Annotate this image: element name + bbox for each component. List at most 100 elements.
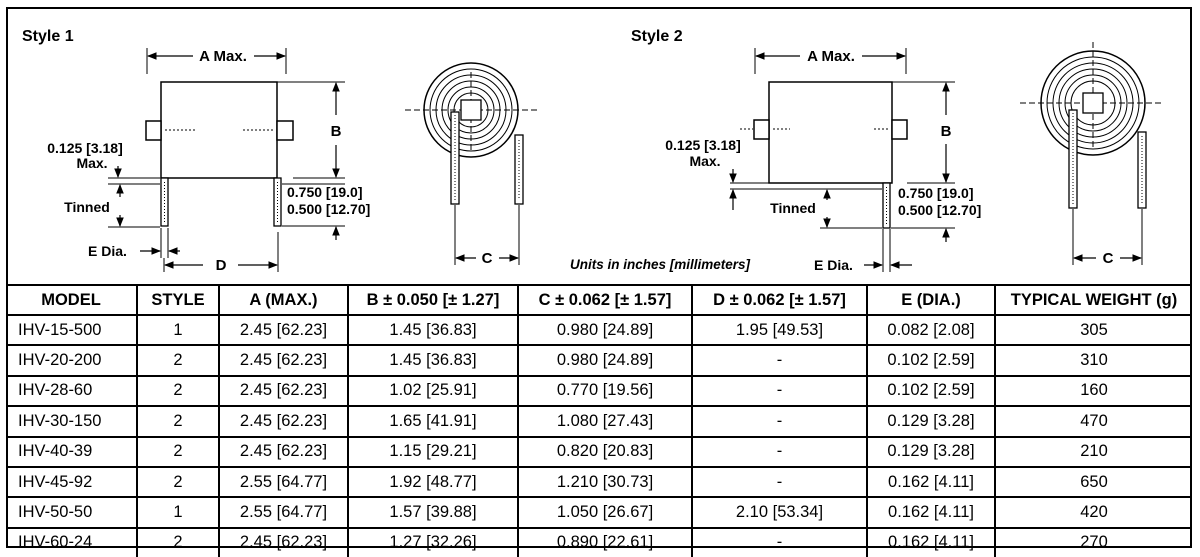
header-b: B ± 0.050 [± 1.27]: [347, 284, 519, 316]
cell-model: IHV-60-24: [6, 526, 138, 557]
style1-a-max-label: A Max.: [199, 48, 247, 65]
cell-a: 2.45 [62.23]: [218, 374, 349, 408]
cell-weight: 160: [994, 374, 1192, 408]
cell-weight: 305: [994, 313, 1192, 347]
cell-model: IHV-40-39: [6, 435, 138, 468]
style2-title: Style 2: [631, 28, 683, 45]
cell-style: 1: [136, 313, 220, 347]
cell-style: 2: [136, 435, 220, 468]
cell-d: 2.10 [53.34]: [691, 496, 868, 529]
style2-b-label: B: [941, 123, 952, 140]
cell-d: -: [691, 526, 868, 557]
style1-len-1: 0.750 [19.0]: [287, 184, 363, 200]
cell-a: 2.55 [64.77]: [218, 465, 349, 499]
style1-title: Style 1: [22, 28, 74, 45]
style2-body: [768, 81, 893, 184]
style2-right-terminal: [891, 119, 908, 140]
cell-e: 0.162 [4.11]: [866, 465, 996, 499]
style2-tinned-label: Tinned: [770, 200, 816, 216]
style1-group: Style 1 A Max. B 0.125 [3.18] Max.: [22, 28, 540, 274]
cell-style: 1: [136, 496, 220, 529]
header-e-dia: E (DIA.): [866, 284, 996, 316]
cell-c: 0.820 [20.83]: [517, 435, 693, 468]
table-header-row: MODEL STYLE A (MAX.) B ± 0.050 [± 1.27] …: [6, 284, 1192, 316]
style1-left-lead: [160, 177, 169, 227]
cell-e: 0.162 [4.11]: [866, 496, 996, 529]
cell-e: 0.129 [3.28]: [866, 405, 996, 438]
style1-coil-end-view: [405, 62, 540, 205]
table-row: IHV-60-24 2 2.45 [62.23] 1.27 [32.26] 0.…: [6, 526, 1192, 557]
cell-model: IHV-28-60: [6, 374, 138, 408]
table-row: IHV-20-200 2 2.45 [62.23] 1.45 [36.83] 0…: [6, 344, 1192, 377]
header-style: STYLE: [136, 284, 220, 316]
cell-d: 1.95 [49.53]: [691, 313, 868, 347]
cell-style: 2: [136, 344, 220, 377]
cell-b: 1.57 [39.88]: [347, 496, 519, 529]
cell-d: -: [691, 374, 868, 408]
table-row: IHV-30-150 2 2.45 [62.23] 1.65 [41.91] 1…: [6, 405, 1192, 438]
cell-weight: 650: [994, 465, 1192, 499]
style1-lead-dim-2: Max.: [76, 155, 107, 171]
cell-b: 1.92 [48.77]: [347, 465, 519, 499]
style1-right-lead: [273, 177, 282, 227]
cell-weight: 310: [994, 344, 1192, 377]
style1-e-dia-label: E Dia.: [88, 243, 127, 259]
cell-d: -: [691, 465, 868, 499]
cell-a: 2.45 [62.23]: [218, 435, 349, 468]
style1-tinned-label: Tinned: [64, 199, 110, 215]
cell-style: 2: [136, 374, 220, 408]
cell-c: 1.080 [27.43]: [517, 405, 693, 438]
cell-d: -: [691, 405, 868, 438]
style1-b-label: B: [331, 123, 342, 140]
cell-model: IHV-20-200: [6, 344, 138, 377]
style1-lead-dim-1: 0.125 [3.18]: [47, 140, 123, 156]
cell-b: 1.45 [36.83]: [347, 313, 519, 347]
cell-style: 2: [136, 405, 220, 438]
cell-a: 2.45 [62.23]: [218, 344, 349, 377]
cell-weight: 420: [994, 496, 1192, 529]
style2-e-dia-label: E Dia.: [814, 257, 853, 273]
cell-model: IHV-15-500: [6, 313, 138, 347]
cell-model: IHV-30-150: [6, 405, 138, 438]
style2-a-max-label: A Max.: [807, 48, 855, 65]
cell-b: 1.02 [25.91]: [347, 374, 519, 408]
cell-weight: 210: [994, 435, 1192, 468]
cell-style: 2: [136, 526, 220, 557]
style2-len-1: 0.750 [19.0]: [898, 185, 974, 201]
style1-left-terminal: [145, 120, 162, 141]
cell-c: 1.210 [30.73]: [517, 465, 693, 499]
cell-c: 0.980 [24.89]: [517, 313, 693, 347]
table-row: IHV-45-92 2 2.55 [64.77] 1.92 [48.77] 1.…: [6, 465, 1192, 499]
header-c: C ± 0.062 [± 1.57]: [517, 284, 693, 316]
dimension-drawing: Style 1 A Max. B 0.125 [3.18] Max.: [22, 28, 1162, 274]
header-a-max: A (MAX.): [218, 284, 349, 316]
style2-left-terminal: [753, 119, 770, 140]
cell-model: IHV-50-50: [6, 496, 138, 529]
style2-lead-dim-2: Max.: [689, 153, 720, 169]
style1-right-terminal: [276, 120, 294, 141]
style2-lead-dim-1: 0.125 [3.18]: [665, 137, 741, 153]
cell-e: 0.162 [4.11]: [866, 526, 996, 557]
table-row: IHV-50-50 1 2.55 [64.77] 1.57 [39.88] 1.…: [6, 496, 1192, 529]
style2-c-label: C: [1103, 250, 1114, 267]
style1-c-label: C: [482, 250, 493, 267]
units-note: Units in inches [millimeters]: [570, 257, 751, 272]
cell-weight: 470: [994, 405, 1192, 438]
style2-len-2: 0.500 [12.70]: [898, 202, 981, 218]
header-model: MODEL: [6, 284, 138, 316]
cell-e: 0.102 [2.59]: [866, 374, 996, 408]
style1-d-label: D: [216, 257, 227, 274]
style1-body: [160, 81, 278, 179]
cell-a: 2.45 [62.23]: [218, 313, 349, 347]
table-row: IHV-15-500 1 2.45 [62.23] 1.45 [36.83] 0…: [6, 313, 1192, 347]
cell-c: 0.980 [24.89]: [517, 344, 693, 377]
cell-c: 0.770 [19.56]: [517, 374, 693, 408]
spec-table: MODEL STYLE A (MAX.) B ± 0.050 [± 1.27] …: [6, 284, 1192, 557]
style2-group: Style 2 A Max. B 0.125 [3.18] Max.: [570, 28, 1162, 273]
header-typical-weight: TYPICAL WEIGHT (g): [994, 284, 1192, 316]
cell-c: 0.890 [22.61]: [517, 526, 693, 557]
cell-b: 1.65 [41.91]: [347, 405, 519, 438]
cell-b: 1.27 [32.26]: [347, 526, 519, 557]
cell-d: -: [691, 435, 868, 468]
cell-a: 2.45 [62.23]: [218, 526, 349, 557]
